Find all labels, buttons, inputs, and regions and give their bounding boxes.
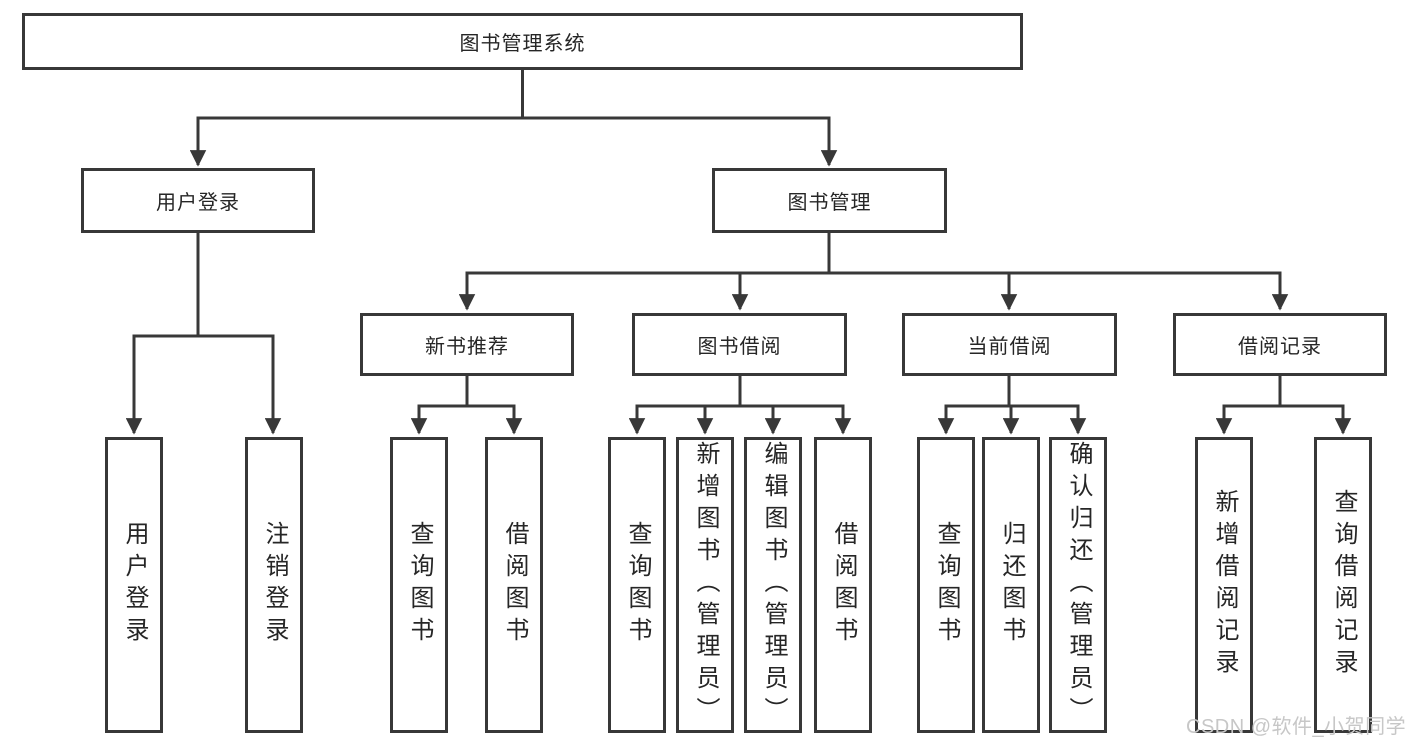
node-book-management: 图书管理 [712,168,947,233]
leaf-return-book-label: 归还图书 [998,521,1025,649]
leaf-add-borrow-record: 新增借阅记录 [1195,437,1253,733]
csdn-watermark: CSDN @软件_小贺同学 [1186,716,1405,738]
leaf-confirm-return-admin: 确认归还（管理员） [1049,437,1107,733]
leaf-confirm-return-admin-label: 确认归还（管理员） [1065,441,1092,729]
leaf-borrow-book-label: 借阅图书 [830,521,857,649]
leaf-user-login: 用户登录 [105,437,163,733]
leaf-query-book-borrow-label: 查询图书 [624,521,651,649]
leaf-add-book-admin-label: 新增图书（管理员） [692,441,719,729]
connector-user-login-children [125,231,282,435]
leaf-user-login-label: 用户登录 [121,521,148,649]
node-user-login: 用户登录 [81,168,315,233]
connector-new-book-recommend-children [410,374,523,435]
connector-current-borrow-children [937,374,1087,435]
node-current-borrow: 当前借阅 [902,313,1117,376]
leaf-return-book: 归还图书 [982,437,1040,733]
leaf-query-book-recommend: 查询图书 [390,437,448,733]
node-borrow-record: 借阅记录 [1173,313,1387,376]
leaf-query-borrow-record-label: 查询借阅记录 [1330,489,1357,681]
leaf-query-borrow-record: 查询借阅记录 [1314,437,1372,733]
node-book-borrow-label: 图书借阅 [697,336,782,358]
leaf-edit-book-admin: 编辑图书（管理员） [744,437,802,733]
leaf-query-book-borrow: 查询图书 [608,437,666,733]
connector-book-management-children [458,231,1289,311]
connector-book-borrow-children [628,374,852,435]
node-book-borrow: 图书借阅 [632,313,847,376]
leaf-logout-label: 注销登录 [261,521,288,649]
leaf-query-book-current: 查询图书 [917,437,975,733]
node-current-borrow-label: 当前借阅 [967,336,1052,358]
node-root-label: 图书管理系统 [459,33,586,55]
connector-borrow-record-children [1215,374,1352,435]
node-new-book-recommend-label: 新书推荐 [425,336,509,358]
leaf-add-borrow-record-label: 新增借阅记录 [1211,489,1238,681]
node-root: 图书管理系统 [22,13,1023,70]
leaf-query-book-current-label: 查询图书 [933,521,960,649]
leaf-edit-book-admin-label: 编辑图书（管理员） [760,441,787,729]
leaf-borrow-book: 借阅图书 [814,437,872,733]
leaf-logout: 注销登录 [245,437,303,733]
leaf-query-book-recommend-label: 查询图书 [406,521,433,649]
leaf-add-book-admin: 新增图书（管理员） [676,437,734,733]
leaf-borrow-book-recommend-label: 借阅图书 [501,521,528,649]
node-book-management-label: 图书管理 [787,192,872,214]
connector-root-to-level2 [189,69,838,167]
node-borrow-record-label: 借阅记录 [1238,336,1322,358]
node-new-book-recommend: 新书推荐 [360,313,574,376]
node-user-login-label: 用户登录 [156,192,240,214]
leaf-borrow-book-recommend: 借阅图书 [485,437,543,733]
